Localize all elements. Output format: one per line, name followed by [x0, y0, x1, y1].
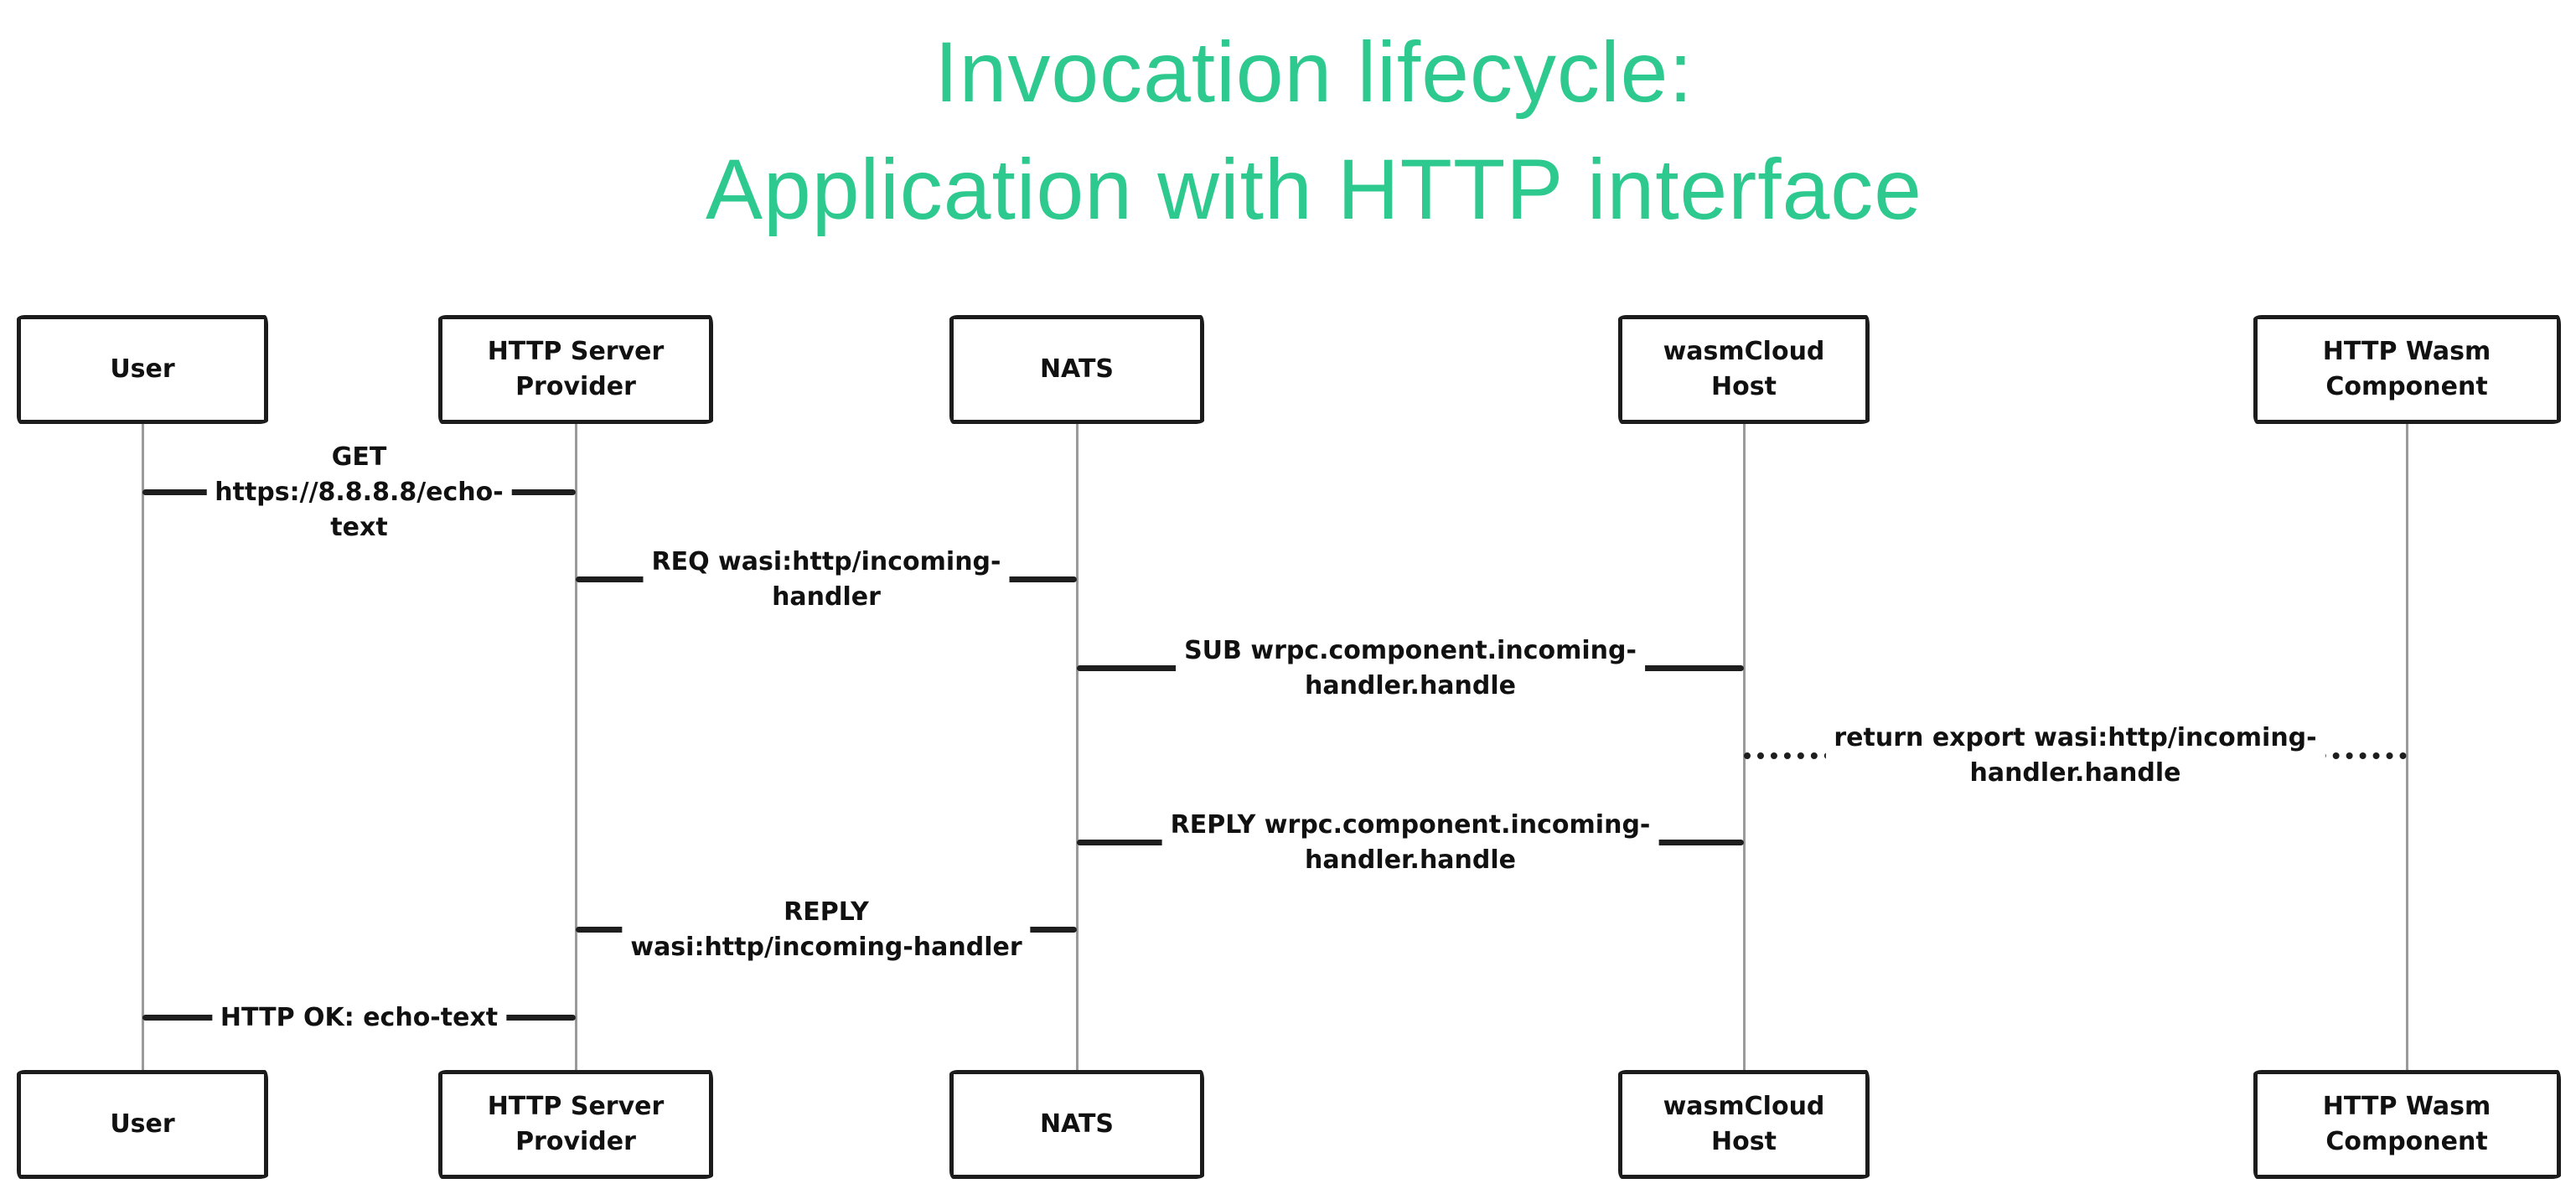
message-label-2: REQ wasi:http/incoming-handler [643, 545, 1010, 615]
actor-box-nats-top: NATS [949, 315, 1204, 424]
lifeline-user [142, 424, 144, 1070]
actor-label-wasmcloud-host: wasmCloud Host [1663, 1092, 1825, 1156]
message-label-5: REPLY wrpc.component.incoming-handler.ha… [1161, 808, 1659, 878]
message-label-line: text [330, 513, 388, 542]
message-label-3: SUB wrpc.component.incoming-handler.hand… [1176, 633, 1645, 704]
message-label-line: handler.handle [1969, 758, 2181, 788]
actor-box-user-bottom: User [17, 1070, 268, 1179]
lifeline-wasmcloud-host [1743, 424, 1746, 1070]
lifeline-nats [1076, 424, 1079, 1070]
message-label-line: wasi:http/incoming-handler [630, 933, 1022, 962]
message-label-6: REPLY wasi:http/incoming-handler [622, 895, 1031, 965]
actor-label-http-wasm-component: HTTP Wasm Component [2322, 1092, 2491, 1156]
message-label-line: handler.handle [1304, 845, 1517, 875]
message-label-7: HTTP OK: echo-text [211, 1000, 507, 1036]
actor-label-wasmcloud-host: wasmCloud Host [1663, 337, 1825, 401]
actor-box-http-server-provider-bottom: HTTP Server Provider [438, 1070, 713, 1179]
message-label-line: handler.handle [1304, 671, 1517, 700]
message-label-line: REPLY wrpc.component.incoming- [1170, 810, 1651, 840]
message-label-line: SUB wrpc.component.incoming- [1184, 636, 1637, 665]
actor-box-wasmcloud-host-top: wasmCloud Host [1618, 315, 1870, 424]
message-label-4: return export wasi:http/incoming-handler… [1825, 721, 2325, 791]
actor-label-http-wasm-component: HTTP Wasm Component [2322, 337, 2491, 401]
actor-box-nats-bottom: NATS [949, 1070, 1204, 1179]
actor-box-http-wasm-component-bottom: HTTP Wasm Component [2253, 1070, 2561, 1179]
message-label-line: REQ wasi:http/incoming- [651, 547, 1001, 576]
actor-label-user: User [110, 354, 175, 384]
diagram-title-line-1: Invocation lifecycle: [934, 24, 1694, 120]
actor-box-http-server-provider-top: HTTP Server Provider [438, 315, 713, 424]
diagram-title-line-2: Application with HTTP interface [705, 142, 1923, 237]
actor-box-http-wasm-component-top: HTTP Wasm Component [2253, 315, 2561, 424]
actor-label-nats: NATS [1039, 1109, 1115, 1139]
message-label-line: HTTP OK: echo-text [220, 1003, 499, 1032]
message-label-line: handler [772, 582, 881, 612]
lifeline-http-wasm-component [2406, 424, 2408, 1070]
actor-label-user: User [110, 1109, 175, 1139]
message-label-line: return export wasi:http/incoming- [1834, 723, 2317, 752]
actor-box-wasmcloud-host-bottom: wasmCloud Host [1618, 1070, 1870, 1179]
message-label-line: https://8.8.8.8/echo- [215, 478, 504, 507]
actor-box-user-top: User [17, 315, 268, 424]
message-label-line: GET [331, 442, 387, 472]
message-label-1: GET https://8.8.8.8/echo-text [206, 440, 512, 545]
lifeline-http-server-provider [575, 424, 577, 1070]
message-label-line: REPLY [784, 897, 869, 927]
actor-label-http-server-provider: HTTP Server Provider [487, 337, 665, 401]
actor-label-nats: NATS [1039, 354, 1115, 384]
actor-label-http-server-provider: HTTP Server Provider [487, 1092, 665, 1156]
diagram-title: Invocation lifecycle: Application with H… [706, 13, 1922, 248]
